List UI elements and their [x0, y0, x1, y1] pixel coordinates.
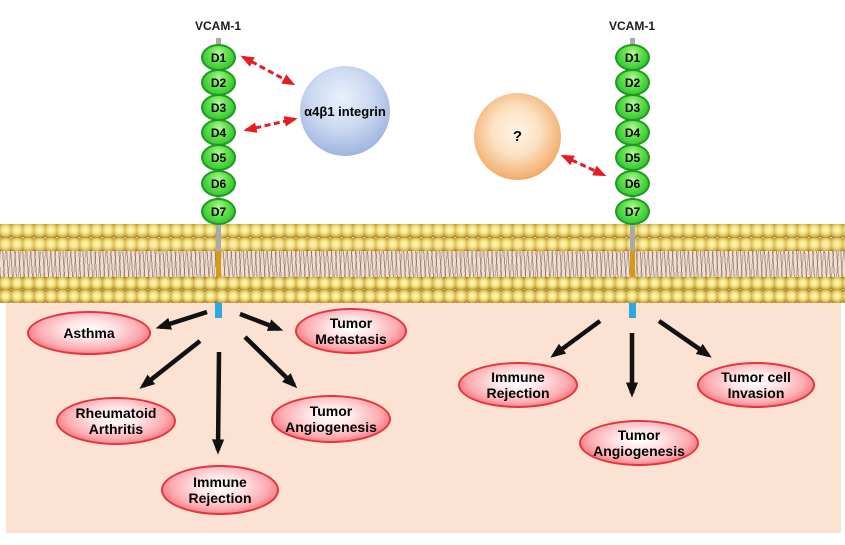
- left-domain-d1: D1: [201, 44, 236, 71]
- disease-tumor-angiogenesis-left: Tumor Angiogenesis: [271, 395, 391, 443]
- lipid-tails: [0, 251, 845, 278]
- right-domain-d4: D4: [615, 119, 650, 146]
- right-domain-d2: D2: [615, 69, 650, 96]
- disease-rheumatoid-arthritis: Rheumatoid Arthritis: [56, 397, 176, 445]
- plasma-membrane: [0, 224, 845, 304]
- disease-tumor-angiogenesis-right: Tumor Angiogenesis: [579, 420, 699, 466]
- left-domain-d6: D6: [201, 170, 236, 197]
- arrow-d1-integrin: [240, 55, 296, 86]
- vcam1-right-title: VCAM-1: [608, 19, 655, 33]
- vcam1-left-title: VCAM-1: [194, 19, 241, 33]
- arrow-d4-integrin: [243, 116, 298, 133]
- left-domain-d5: D5: [201, 144, 236, 171]
- lipid-heads-inner: [0, 277, 845, 303]
- disease-immune-rejection-left: Immune Rejection: [161, 465, 279, 515]
- arrow-unknown-d6: [560, 154, 607, 177]
- left-domain-d7: D7: [201, 198, 236, 225]
- unknown-ligand-sphere: ?: [474, 93, 561, 180]
- left-domain-d2: D2: [201, 69, 236, 96]
- right-domain-d7: D7: [615, 198, 650, 225]
- disease-immune-rejection-right: Immune Rejection: [458, 362, 578, 408]
- right-domain-d1: D1: [615, 44, 650, 71]
- disease-tumor-metastasis: Tumor Metastasis: [295, 308, 407, 354]
- vcam1-right-cytoplasmic-tail: [629, 297, 636, 318]
- right-domain-d5: D5: [615, 144, 650, 171]
- disease-tumor-cell-invasion: Tumor cell Invasion: [697, 362, 815, 408]
- vcam1-left-cytoplasmic-tail: [215, 297, 222, 318]
- left-domain-d3: D3: [201, 94, 236, 121]
- vcam1-right-transmembrane-segment: [630, 251, 635, 279]
- vcam1-left-transmembrane-segment: [216, 251, 221, 279]
- lipid-heads-outer: [0, 224, 845, 252]
- alpha4beta1-integrin-sphere: α4β1 integrin: [300, 66, 390, 156]
- right-domain-d3: D3: [615, 94, 650, 121]
- left-domain-d4: D4: [201, 119, 236, 146]
- right-domain-d6: D6: [615, 170, 650, 197]
- disease-asthma: Asthma: [27, 311, 151, 355]
